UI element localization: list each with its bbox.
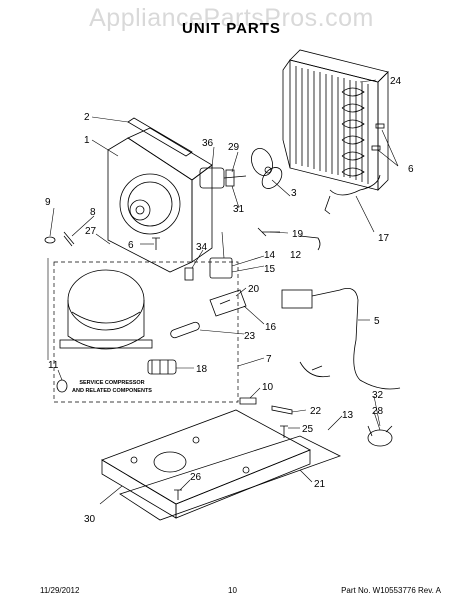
footer-page-number: 10 [228,586,237,595]
callout-23: 23 [244,331,256,342]
compressor [59,269,153,350]
callout-14: 14 [264,250,276,261]
callout-13: 13 [342,410,354,421]
start-relay [209,231,233,279]
callout-19: 19 [292,229,304,240]
spacer-34 [184,267,194,281]
bracket-22 [271,405,293,415]
callout-10: 10 [262,382,274,393]
compressor-group-box [53,261,239,403]
callout-7: 7 [266,354,272,365]
service-note-line-1: SERVICE COMPRESSOR [79,380,144,386]
callout-18: 18 [196,364,208,375]
callout-1: 1 [84,135,90,146]
sensor-28 [367,425,393,447]
callout-6-left: 6 [128,240,134,251]
callout-16: 16 [265,322,277,333]
callout-20: 20 [248,284,260,295]
callout-8: 8 [90,207,96,218]
screw-26 [174,489,182,500]
screw-25 [280,425,288,438]
fan-blade [251,148,283,189]
footer-part-number: Part No. W10553776 Rev. A [341,586,441,595]
callout-28: 28 [372,406,384,417]
watermark: AppliancePartsPros.com [89,4,374,32]
drier-23 [170,321,200,339]
capacitor-18 [147,359,177,375]
callout-27: 27 [85,226,97,237]
callout-34: 34 [196,242,208,253]
base-plate [119,435,342,521]
base-pan [101,409,311,519]
callout-32: 32 [372,390,384,401]
page-title: UNIT PARTS [182,20,281,37]
callout-36: 36 [202,138,214,149]
control-board [281,287,401,390]
callout-12: 12 [290,250,302,261]
washer-9 [44,236,56,244]
fan-motor [199,167,247,189]
service-note-line-2: AND RELATED COMPONENTS [72,388,152,394]
callout-25: 25 [302,424,314,435]
footer-date: 11/29/2012 [40,586,80,595]
callout-22: 22 [310,406,322,417]
callout-5: 5 [374,316,380,327]
callout-30: 30 [84,514,96,525]
callout-11: 11 [48,360,59,371]
leader-lines [47,79,399,505]
bracket-16 [209,289,247,317]
wire-harness-17 [324,174,381,215]
condenser-coil [282,49,389,191]
screw-set-right [371,123,385,151]
callout-31: 31 [233,204,245,215]
screw-left [152,237,160,250]
callout-21: 21 [314,479,326,490]
connector-19 [257,227,280,237]
callout-9: 9 [45,197,51,208]
callout-6-right: 6 [408,164,414,175]
callout-17: 17 [378,233,390,244]
callout-24: 24 [390,76,402,87]
gasket-strip [127,117,193,157]
tube-12 [299,235,321,251]
callout-2: 2 [84,112,90,123]
callout-26: 26 [190,472,202,483]
bracket-10 [239,397,257,405]
clip-8 [63,231,75,247]
callout-3: 3 [291,188,297,199]
grommet-11 [56,379,68,393]
callout-29: 29 [228,142,240,153]
callout-15: 15 [264,264,276,275]
